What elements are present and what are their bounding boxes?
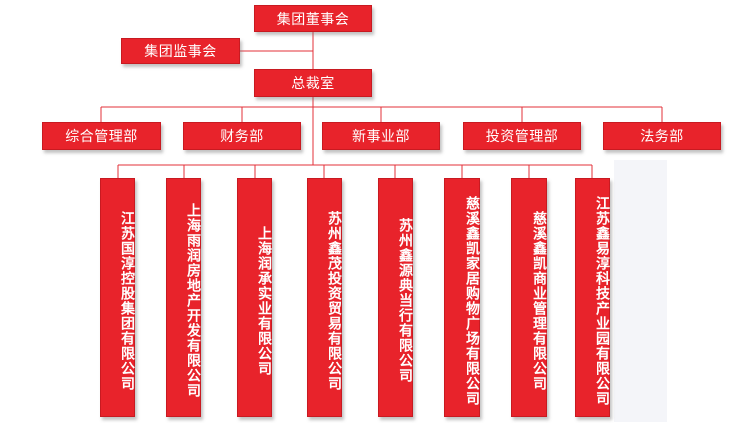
department-node-investment-management: 投资管理部 bbox=[463, 122, 581, 150]
supervisory-board-node: 集团监事会 bbox=[121, 38, 240, 64]
company-node-2: 上海雨润房地产开发有限公司 bbox=[166, 178, 201, 417]
company-node-1: 江苏国淳控股集团有限公司 bbox=[100, 178, 135, 417]
background-panel bbox=[614, 160, 667, 422]
company-node-7: 慈溪鑫凯商业管理有限公司 bbox=[511, 178, 547, 417]
department-node-general-management: 综合管理部 bbox=[42, 122, 161, 150]
department-node-new-business: 新事业部 bbox=[322, 122, 440, 150]
company-node-5: 苏州鑫源典当行有限公司 bbox=[378, 178, 413, 417]
department-node-finance: 财务部 bbox=[183, 122, 301, 150]
department-node-legal: 法务部 bbox=[603, 122, 721, 150]
company-node-6: 慈溪鑫凯家居购物广场有限公司 bbox=[444, 178, 480, 417]
company-node-3: 上海润承实业有限公司 bbox=[237, 178, 272, 417]
president-office-node: 总裁室 bbox=[254, 69, 372, 97]
company-node-8: 江苏鑫易淳科技产业园有限公司 bbox=[575, 178, 610, 417]
board-node: 集团董事会 bbox=[254, 5, 372, 32]
company-node-4: 苏州鑫茂投资贸易有限公司 bbox=[307, 178, 342, 417]
